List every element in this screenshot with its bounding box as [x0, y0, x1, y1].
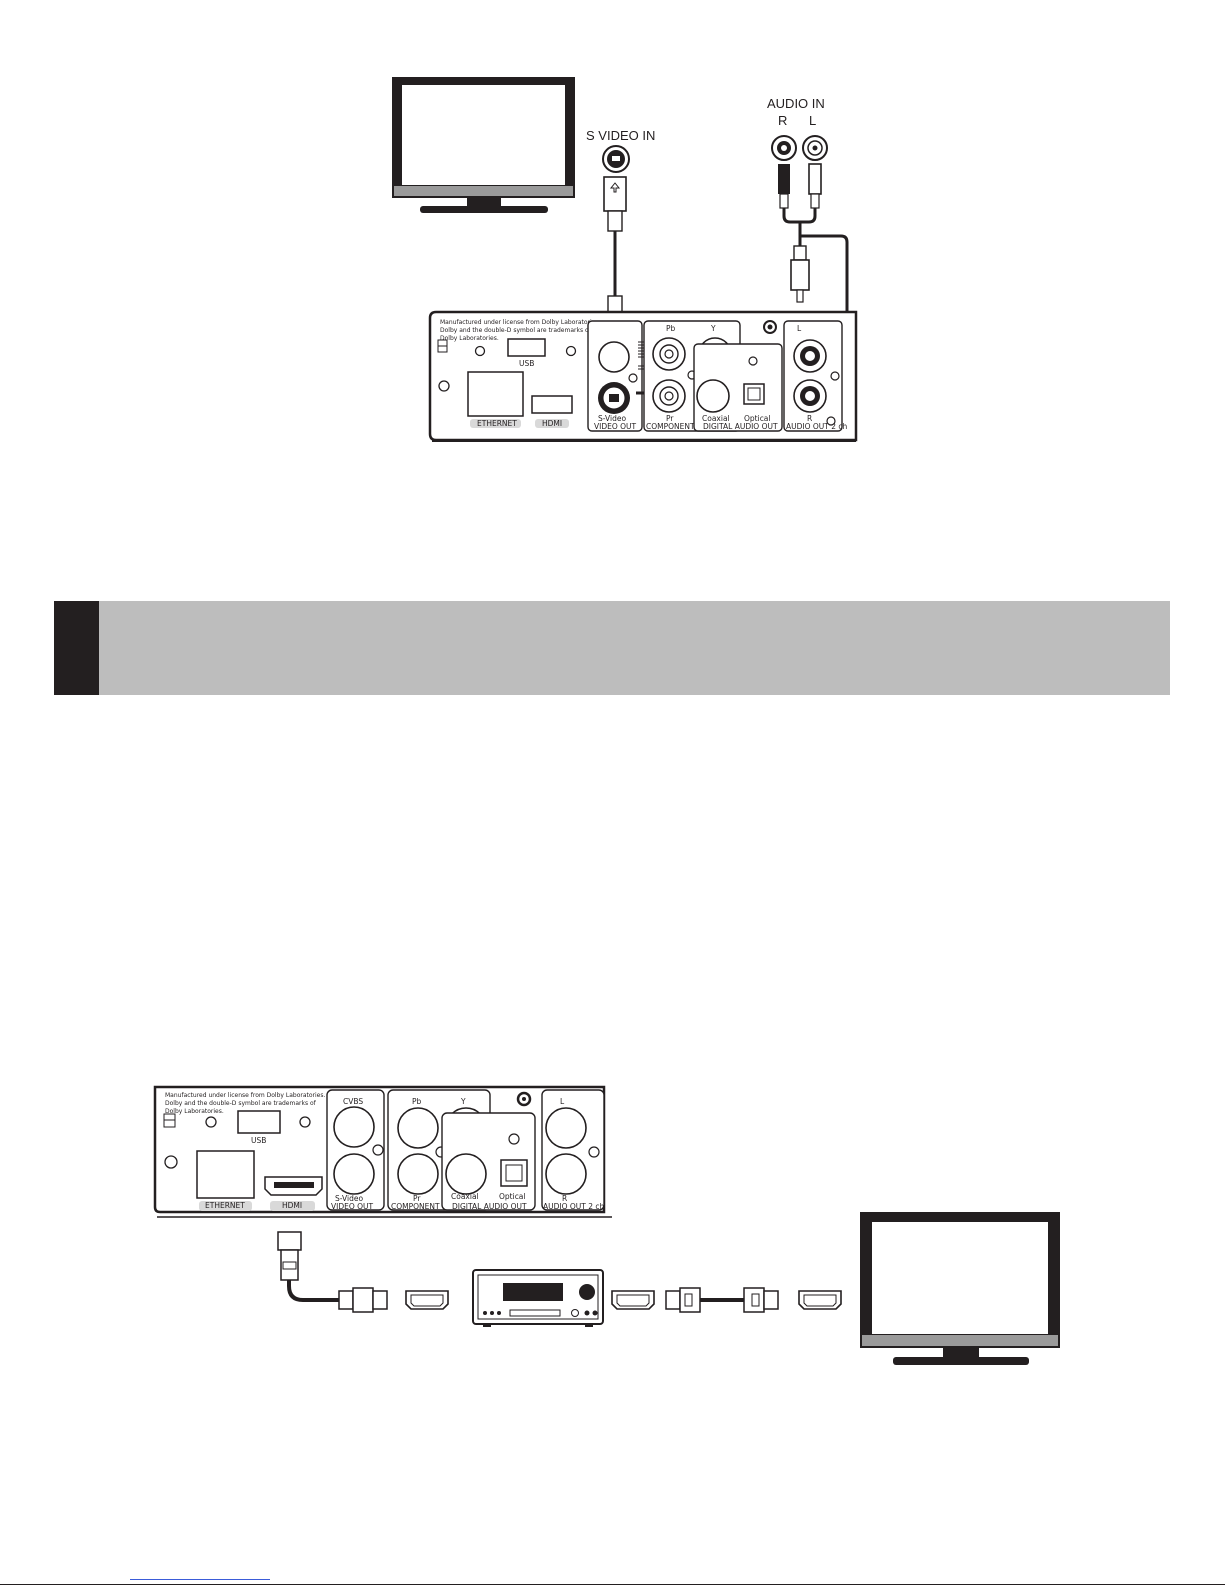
player-back-panel: Manufactured under license from Dolby La…	[428, 310, 858, 442]
audio-in-l-jack	[802, 135, 828, 161]
section-header-tab	[54, 601, 99, 695]
optical-label: Optical	[499, 1192, 526, 1201]
tv-icon	[392, 77, 575, 213]
component-label: COMPONENT	[646, 422, 695, 431]
digital-audio-out-label: DIGITAL AUDIO OUT	[703, 422, 778, 431]
r-label: R	[562, 1194, 567, 1203]
license-text-3: Dolby Laboratories.	[440, 335, 499, 342]
section-header-bar	[54, 601, 1170, 695]
license-text-1: Manufactured under license from Dolby La…	[165, 1092, 325, 1099]
hdmi-label: HDMI	[542, 419, 562, 428]
pr-label: Pr	[666, 414, 674, 423]
license-text-3: Dolby Laboratories.	[165, 1108, 224, 1115]
av-receiver-icon	[472, 1269, 604, 1327]
r-label: R	[807, 414, 812, 423]
video-out-label: VIDEO OUT	[331, 1202, 374, 1211]
optical-label: Optical	[744, 414, 771, 423]
tv-icon	[860, 1212, 1060, 1365]
svideo-label: S-Video	[598, 414, 626, 423]
audio-in-r-jack	[771, 135, 797, 161]
component-label: COMPONENT	[391, 1202, 440, 1211]
audio-in-r-label: R	[778, 113, 787, 128]
pb-label: Pb	[412, 1097, 422, 1106]
footer-link-underline[interactable]	[130, 1579, 270, 1580]
coaxial-label: Coaxial	[451, 1192, 479, 1201]
svideo-label: S-Video	[335, 1194, 363, 1203]
pb-label: Pb	[666, 324, 676, 333]
audio-out-2ch-label: AUDIO OUT 2 ch	[786, 422, 848, 431]
audio-in-l-label: L	[809, 113, 816, 128]
svideo-in-label: S VIDEO IN	[586, 128, 655, 143]
usb-label: USB	[251, 1136, 266, 1145]
hdmi-label: HDMI	[282, 1201, 302, 1210]
diagram-hdmi-receiver-connection: Manufactured under license from Dolby La…	[153, 1085, 1060, 1365]
y-label: Y	[460, 1097, 466, 1106]
y-label: Y	[710, 324, 716, 333]
hdmi-cable-1	[277, 1231, 388, 1313]
hdmi-cable-2	[665, 1287, 779, 1313]
usb-label: USB	[519, 359, 534, 368]
audio-in-label: AUDIO IN	[767, 96, 825, 111]
digital-audio-out-label: DIGITAL AUDIO OUT	[452, 1202, 527, 1211]
diagram-svideo-connection: S VIDEO IN AUDIO IN R L	[392, 77, 858, 442]
player-back-panel-2: Manufactured under license from Dolby La…	[153, 1085, 612, 1218]
license-text-2: Dolby and the double-D symbol are tradem…	[165, 1100, 317, 1107]
svideo-in-jack	[602, 145, 630, 173]
l-label: L	[797, 324, 802, 333]
license-text-1: Manufactured under license from Dolby La…	[440, 319, 600, 326]
audio-out-2ch-label: AUDIO OUT 2 ch	[543, 1202, 605, 1211]
license-text-2: Dolby and the double-D symbol are tradem…	[440, 327, 592, 334]
l-label: L	[560, 1097, 565, 1106]
cvbs-label: CVBS	[343, 1097, 363, 1106]
pr-label: Pr	[413, 1194, 421, 1203]
ethernet-label: ETHERNET	[205, 1201, 245, 1210]
coaxial-label: Coaxial	[702, 414, 730, 423]
video-out-label: VIDEO OUT	[594, 422, 637, 431]
ethernet-label: ETHERNET	[477, 419, 517, 428]
